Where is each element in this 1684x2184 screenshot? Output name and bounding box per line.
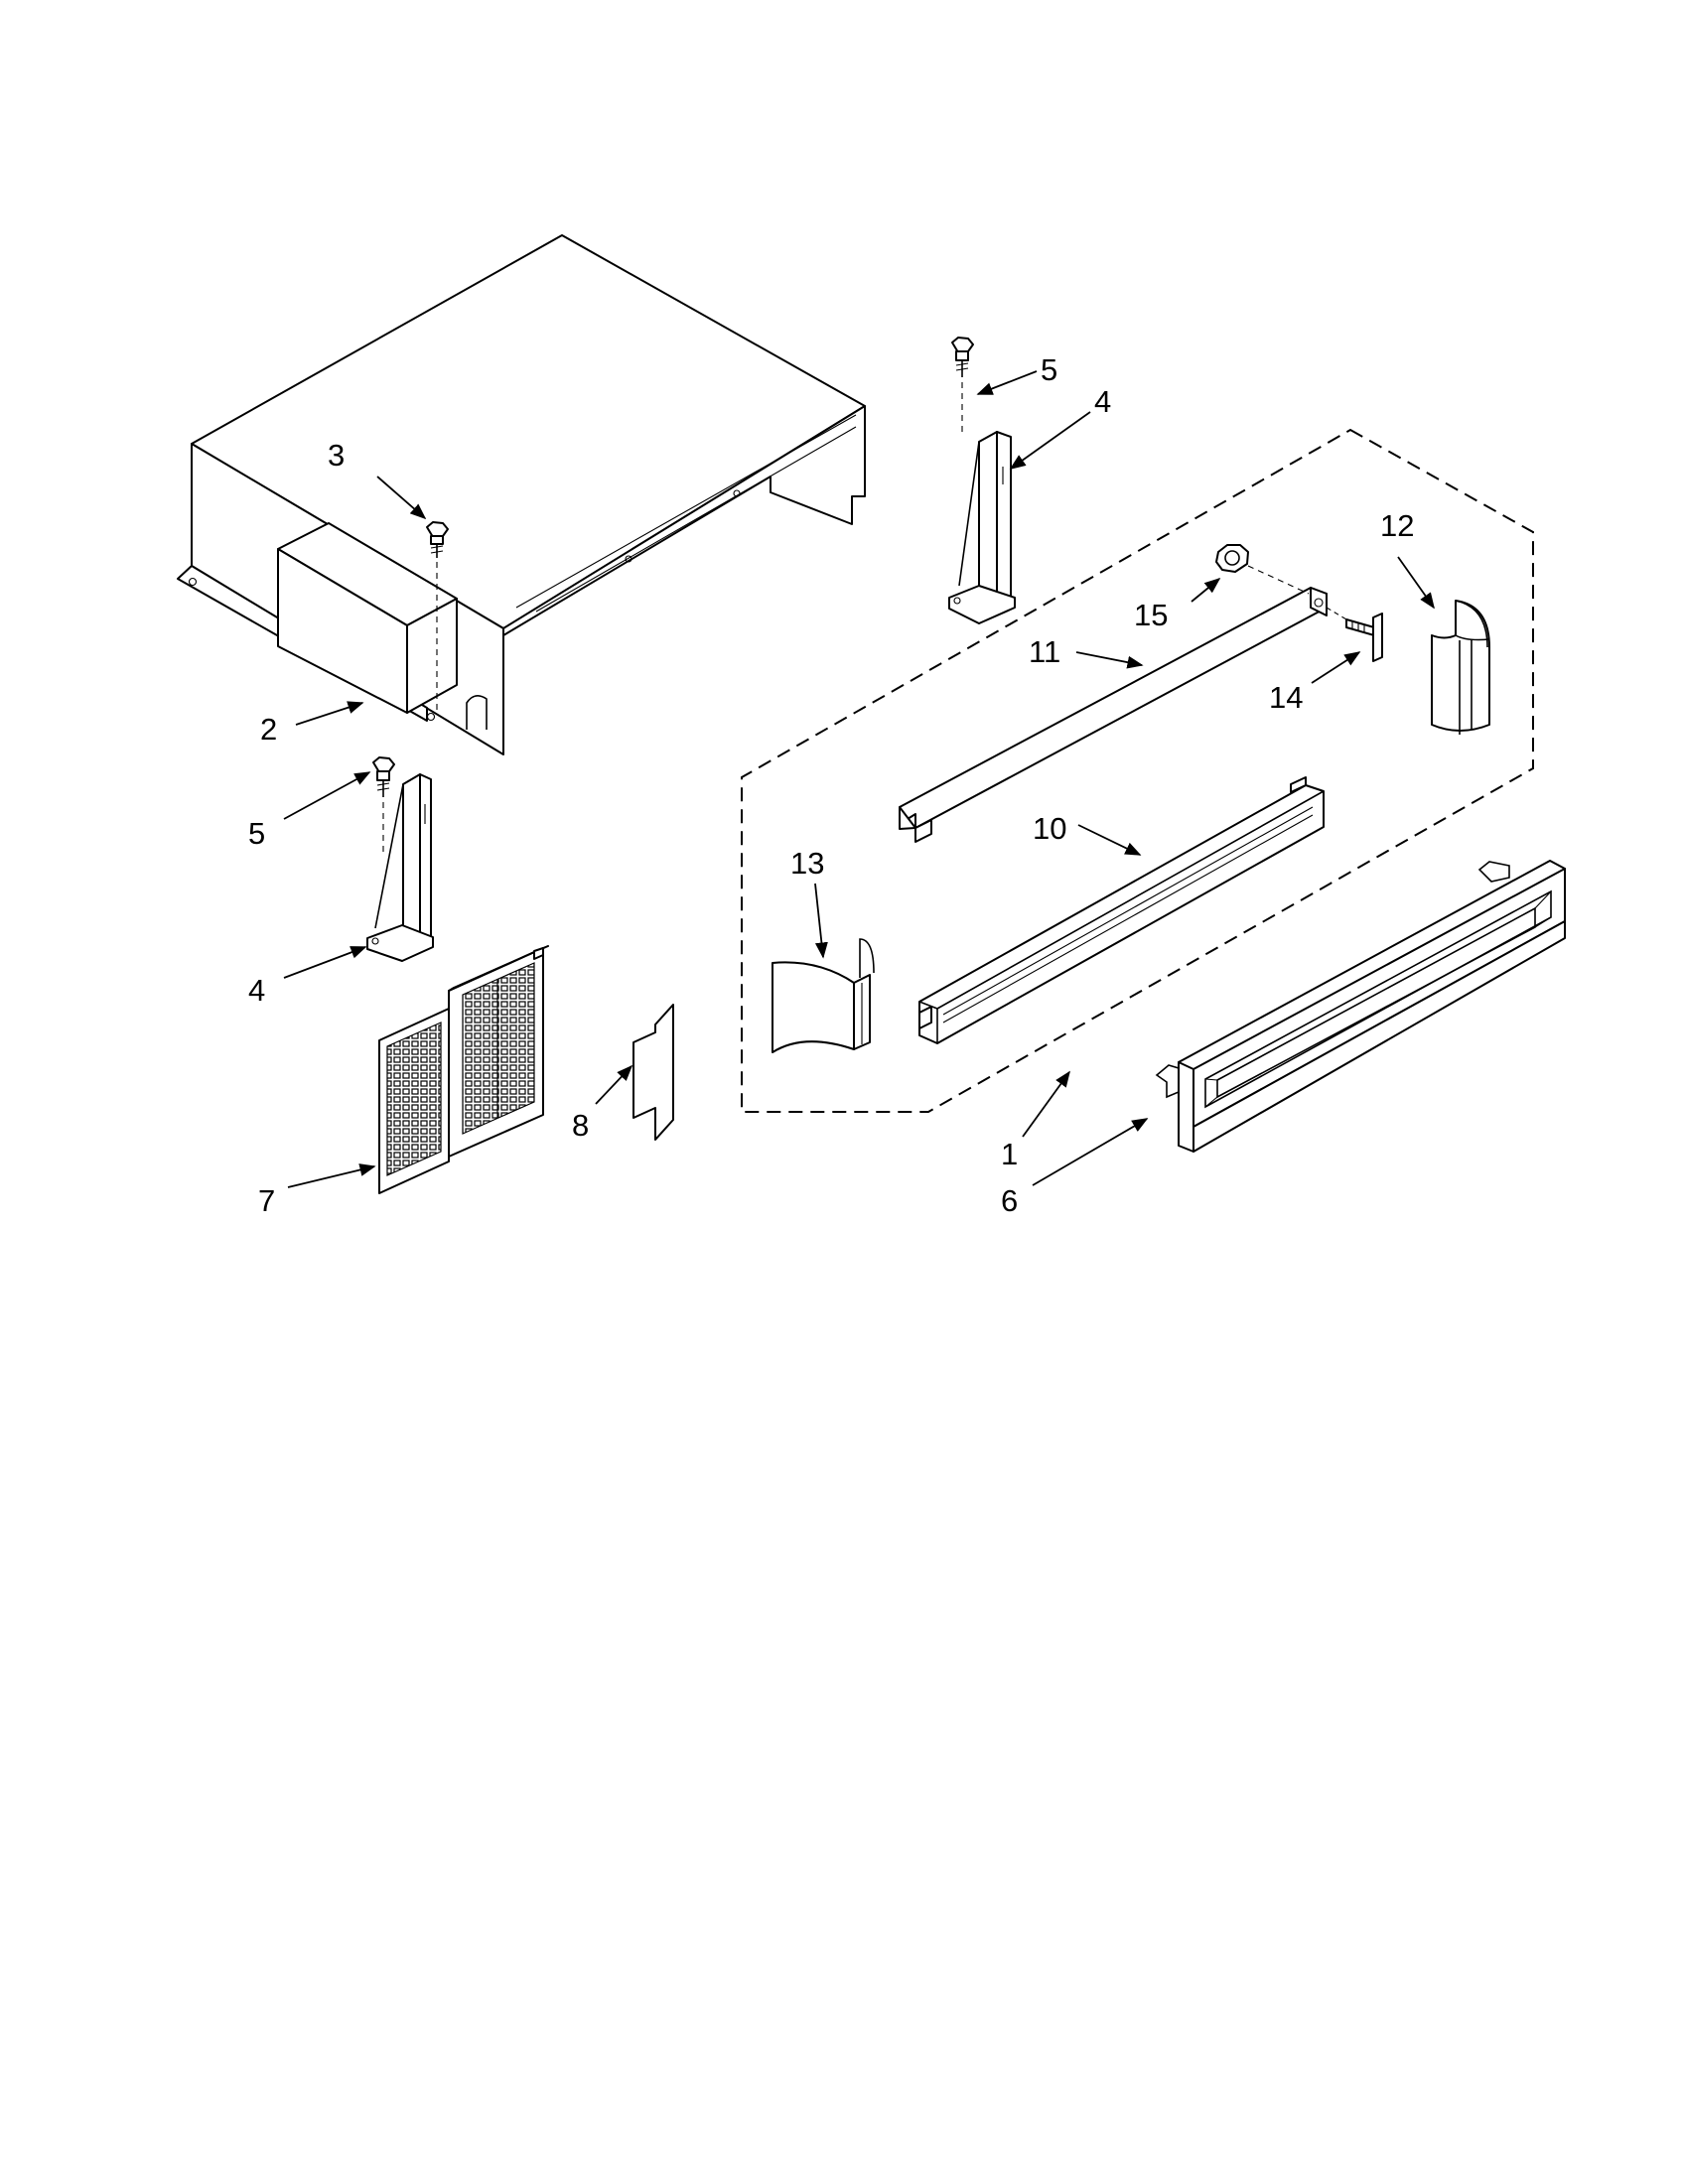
callout-2: 2 [260,712,277,747]
callout-5-top: 5 [1041,352,1057,387]
callout-11: 11 [1029,634,1060,669]
callout-1: 1 [1001,1137,1018,1171]
plate-part-8 [632,1004,674,1141]
component-box [277,522,458,714]
front-panel-part-6 [1155,860,1566,1153]
callout-12: 12 [1380,508,1414,543]
callout-4-bottom: 4 [248,973,265,1008]
callout-8: 8 [572,1108,589,1143]
grille-part-7 [378,945,549,1194]
assembly-boundary [741,428,1534,1113]
callout-5-bottom: 5 [248,816,265,851]
screw-part-5-top [951,337,974,435]
screw-part-3 [426,521,449,715]
leader-lines [283,370,1435,1188]
screw-part-5-bottom [372,756,395,854]
callout-10: 10 [1033,811,1066,846]
callout-14: 14 [1269,680,1303,715]
cover-part-13 [772,938,875,1053]
channel-part-11 [899,587,1328,843]
callout-15: 15 [1134,598,1168,632]
bolt-part-14 [1326,607,1383,662]
nut-part-15 [1215,544,1310,595]
cabinet-housing [177,234,866,755]
callout-4-top: 4 [1094,384,1111,419]
callout-labels: 3 2 5 4 5 4 7 8 15 11 14 12 10 13 1 6 [248,352,1414,1218]
callout-13: 13 [790,846,824,881]
channel-part-10 [918,776,1325,1044]
bracket-part-4-top [948,431,1016,624]
callout-7: 7 [258,1183,275,1218]
callout-3: 3 [328,438,345,473]
callout-6: 6 [1001,1183,1018,1218]
bracket-part-4-bottom [366,773,434,962]
cover-part-12 [1431,600,1490,735]
